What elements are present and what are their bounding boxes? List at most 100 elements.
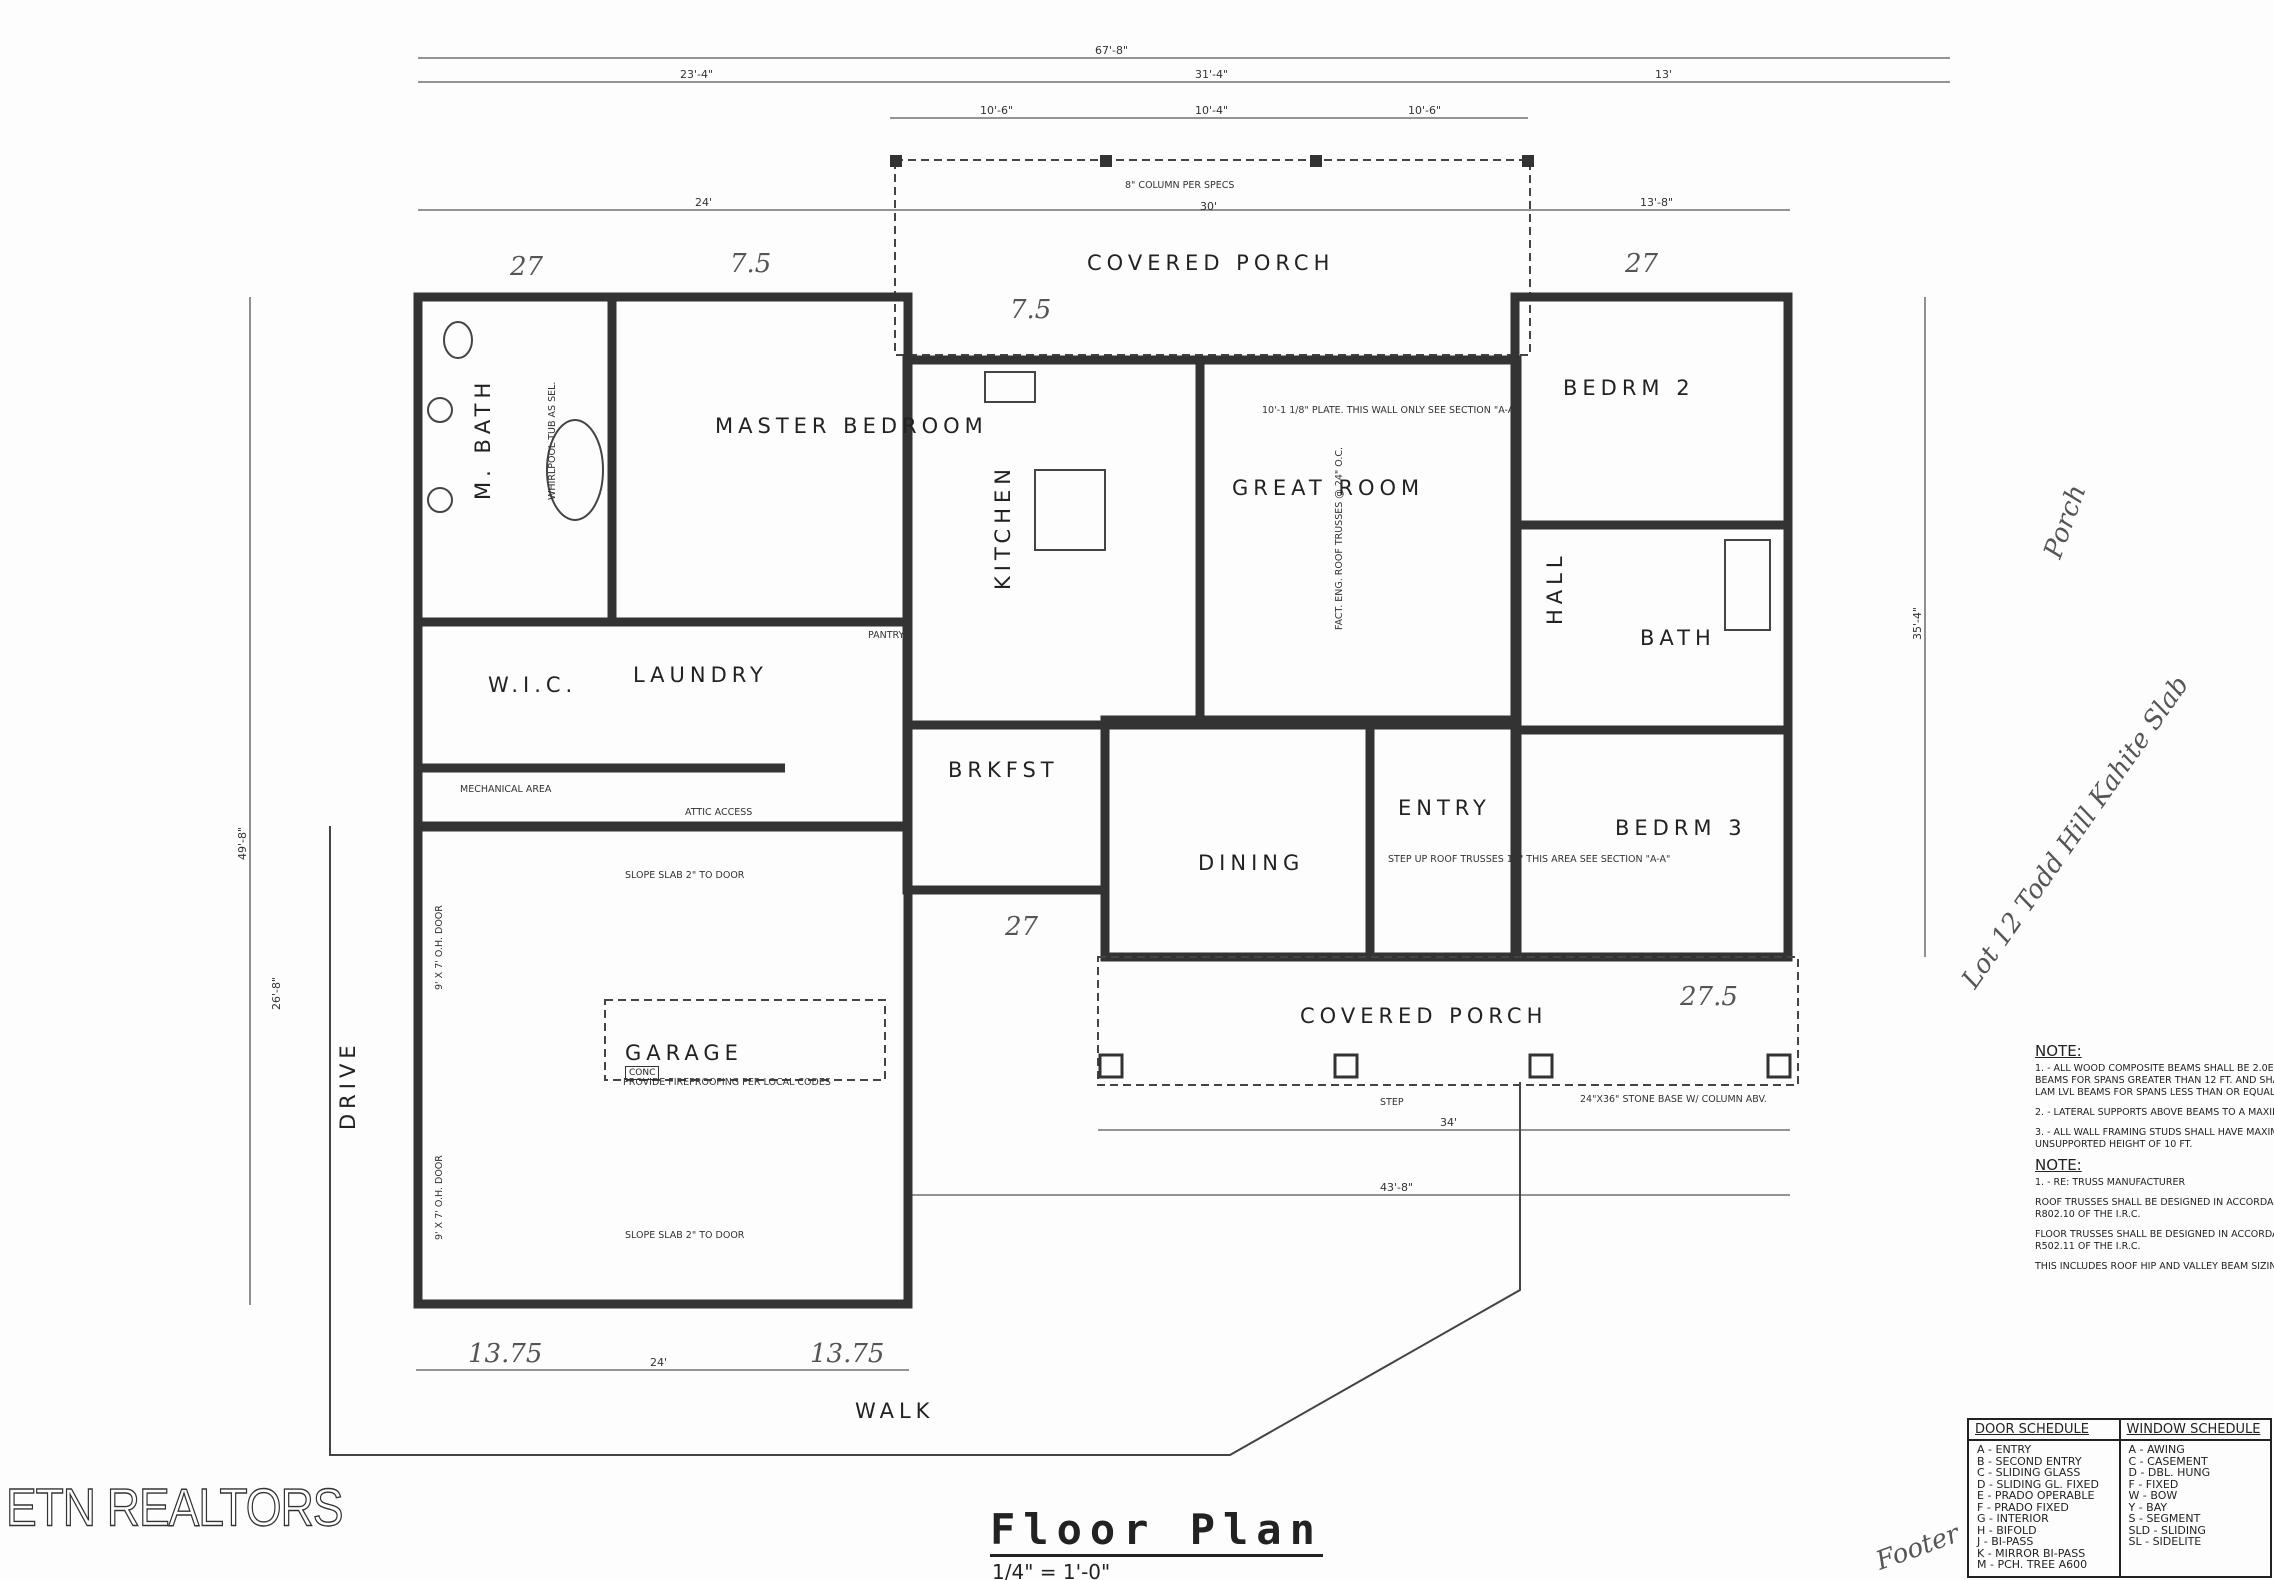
handwritten-marks: 27 7.5 27 7.5 27 27.5 13.75 13.75 Lot 12… [468,249,2195,1577]
window-schedule-heading: WINDOW SCHEDULE [2120,1420,2270,1441]
notes-panel: NOTE: 1. - ALL WOOD COMPOSITE BEAMS SHAL… [2035,1045,2274,1281]
garage-truss-area [604,999,886,1081]
door-item: F - PRADO FIXED [1977,1500,2069,1514]
toilet [443,321,473,359]
brand-watermark: ETN REALTORS [5,1476,344,1537]
label-covered-porch-top: COVERED PORCH [1087,251,1334,275]
porch-columns [890,155,1534,167]
column-note: 8" COLUMN PER SPECS [1125,180,1234,191]
slope-slab-2: SLOPE SLAB 2" TO DOOR [625,1230,745,1241]
note-item: 1. - RE: TRUSS MANUFACTURER [2035,1177,2186,1188]
truss-note: FACT. ENG. ROOF TRUSSES @ 24" O.C. [1334,447,1345,630]
note-item: THIS INCLUDES ROOF HIP AND VALLEY BEAM S… [2035,1261,2274,1272]
handwritten-note: Lot 12 Todd Hill Kahite Slab [1956,671,2196,995]
dim-porch-a: 10'-6" [980,104,1013,117]
label-garage: GARAGE [625,1041,743,1065]
note-item: 3. - ALL WALL FRAMING STUDS SHALL HAVE M… [2035,1127,2274,1150]
window-item: SL - SIDELITE [2128,1535,2202,1548]
door-item: H - BIFOLD [1977,1523,2037,1537]
label-m-bath: M. BATH [471,378,495,500]
dim-top-left: 23'-4" [680,68,713,81]
label-bath: BATH [1640,626,1716,650]
note-item: 2. - LATERAL SUPPORTS ABOVE BEAMS TO A M… [2035,1107,2274,1118]
dimension-lines [249,57,1950,1371]
sink-2 [427,487,453,513]
label-entry: ENTRY [1398,796,1491,820]
window-schedule: WINDOW SCHEDULE A - AWING C - CASEMENT D… [2120,1420,2270,1576]
dim-overall: 67'-8" [1095,44,1128,57]
handwritten-note: 27.5 [1679,982,1738,1012]
handwritten-note: 13.75 [810,1339,884,1369]
bathtub [1724,539,1771,631]
label-mechanical: MECHANICAL AREA [460,784,552,795]
label-walk: WALK [855,1399,934,1423]
label-master-bedroom: MASTER BEDROOM [715,414,988,438]
label-covered-porch-bottom: COVERED PORCH [1300,1004,1547,1028]
kitchen-sink [984,371,1036,403]
dim-porch-b: 10'-4" [1195,104,1228,117]
label-wic: W.I.C. [488,673,577,697]
door-item: M - PCH. TREE A600 [1977,1558,2088,1571]
label-brkfst: BRKFST [948,758,1059,782]
notes-heading-2: NOTE: [2035,1156,2082,1174]
walk-outline [329,826,1521,1456]
schedule-table: DOOR SCHEDULE A - ENTRY B - SECOND ENTRY… [1967,1418,2272,1578]
oh-door-1: 9' X 7' O.H. DOOR [434,905,445,990]
dim-bottom-43-8: 43'-8" [1380,1181,1413,1194]
dim-garage-depth: 26'-8" [270,977,283,1010]
door-item: E - PRADO OPERABLE [1977,1489,2095,1502]
dim-bottom-34: 34' [1440,1116,1457,1129]
slope-slab-1: SLOPE SLAB 2" TO DOOR [625,870,745,881]
label-attic: ATTIC ACCESS [685,807,752,818]
drawing-scale: 1/4" = 1'-0" [992,1560,1111,1580]
covered-porch-bottom-outline [1097,956,1799,1086]
garage-note: PROVIDE FIREPROOFING PER LOCAL CODES [623,1077,831,1088]
door-item: B - SECOND ENTRY [1977,1454,2082,1468]
dim-depth-right: 35'-4" [1911,607,1924,640]
label-pantry: PANTRY [868,630,905,641]
label-laundry: LAUNDRY [633,663,768,687]
door-item: D - SLIDING GL. FIXED [1977,1477,2099,1491]
label-drive: DRIVE [336,1040,360,1130]
window-item: C - CASEMENT [2128,1454,2208,1468]
step-label: STEP [1380,1097,1404,1108]
window-item: Y - BAY [2128,1500,2168,1514]
walls [413,292,1793,1309]
door-schedule-heading: DOOR SCHEDULE [1969,1420,2119,1441]
handwritten-note: 27 [1624,249,1659,279]
door-schedule: DOOR SCHEDULE A - ENTRY B - SECOND ENTRY… [1969,1420,2121,1576]
door-item: A - ENTRY [1977,1443,2032,1456]
dim-garage-24: 24' [650,1356,667,1369]
dim-right: 13'-8" [1640,196,1673,209]
window-item: W - BOW [2128,1489,2178,1502]
drawing-title: Floor Plan [990,1505,1323,1557]
handwritten-note: Porch [2038,481,2092,563]
window-item: D - DBL. HUNG [2128,1466,2211,1479]
dim-top-mid: 31'-4" [1195,68,1228,81]
handwritten-note: Footer [1871,1518,1965,1577]
handwritten-note: 7.5 [730,249,771,279]
notes-heading-1: NOTE: [2035,1045,2082,1060]
handwritten-note: 27 [509,252,544,282]
dim-depth-left: 49'-8" [236,827,249,860]
covered-porch-top-outline [894,159,1531,356]
whirlpool-note: WHIRLPOOL TUB AS SEL. [547,382,558,500]
room-labels: MASTER BEDROOM M. BATH W.I.C. LAUNDRY KI… [336,251,1742,1423]
door-item: G - INTERIOR [1977,1512,2049,1525]
window-item: SLD - SLIDING [2128,1523,2206,1537]
plate-note: 10'-1 1/8" PLATE. THIS WALL ONLY SEE SEC… [1262,405,1519,416]
porch-column-bases [1098,1053,1792,1079]
handwritten-note: 13.75 [468,1339,542,1369]
window-item: A - AWING [2128,1443,2185,1456]
whirlpool-tub [546,419,604,521]
oh-door-2: 9' X 7' O.H. DOOR [434,1155,445,1240]
note-item: 1. - ALL WOOD COMPOSITE BEAMS SHALL BE 2… [2035,1063,2274,1098]
label-dining: DINING [1198,851,1304,875]
note-item: ROOF TRUSSES SHALL BE DESIGNED IN ACCORD… [2035,1197,2274,1220]
sink-1 [427,397,453,423]
handwritten-note: 7.5 [1010,295,1051,325]
dim-porch-c: 10'-6" [1408,104,1441,117]
label-hall: HALL [1543,551,1567,625]
